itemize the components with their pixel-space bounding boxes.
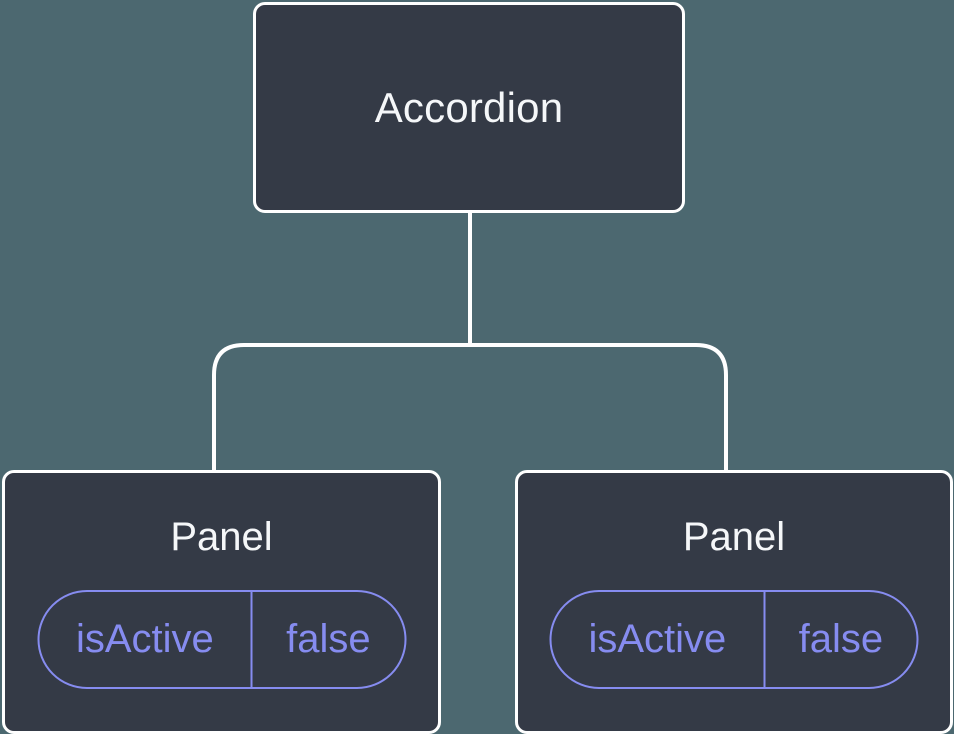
connector-branch-line xyxy=(212,343,728,471)
node-panel-left: Panel isActive false xyxy=(2,470,441,734)
prop-pill-right: isActive false xyxy=(549,590,919,689)
node-panel-left-label: Panel xyxy=(170,515,273,559)
node-accordion: Accordion xyxy=(253,2,685,213)
prop-value-left: false xyxy=(250,592,404,687)
node-panel-right: Panel isActive false xyxy=(515,470,953,734)
prop-name-left: isActive xyxy=(75,617,214,661)
node-accordion-label: Accordion xyxy=(374,83,564,131)
node-panel-right-label: Panel xyxy=(682,515,786,559)
prop-name-right: isActive xyxy=(588,617,727,661)
prop-value-right: false xyxy=(763,592,916,687)
prop-pill-left: isActive false xyxy=(37,590,406,689)
